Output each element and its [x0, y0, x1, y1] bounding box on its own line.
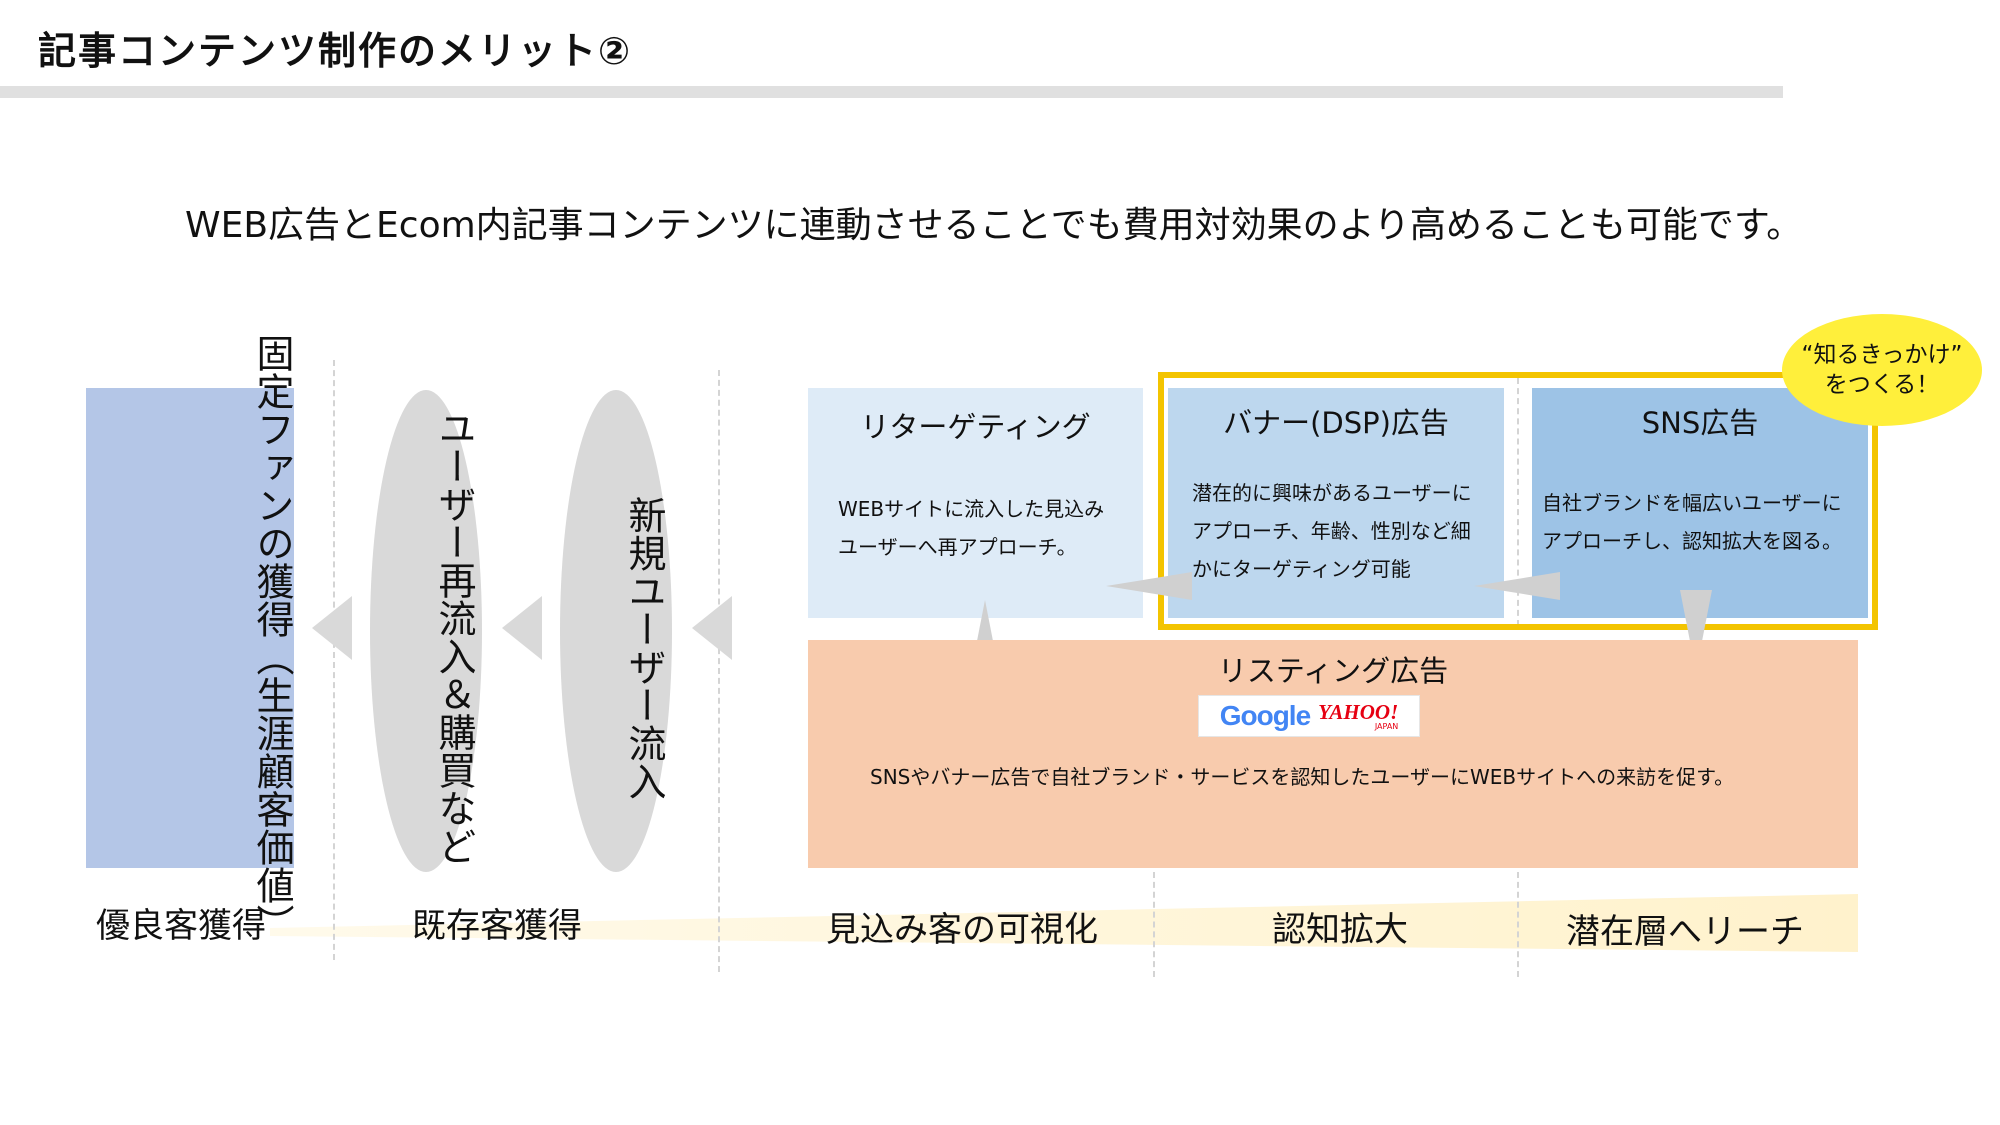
- retargeting-title: リターゲティング: [860, 410, 1091, 444]
- listing-text: SNSやバナー広告で自社ブランド・サービスを認知したユーザーにWEBサイトへの来…: [870, 765, 1735, 789]
- awareness-callout-bubble: “知るきっかけ” をつくる！: [1782, 314, 1982, 426]
- bubble-line-1: “知るきっかけ”: [1801, 342, 1963, 368]
- sns-text-line: アプローチし、認知拡大を図る。: [1542, 529, 1842, 553]
- loyal-fan-label: 固定ファンの獲得（生涯顧客価値）: [250, 334, 294, 942]
- yahoo-logo-sub: JAPAN: [1374, 721, 1399, 731]
- listing-box: [808, 640, 1858, 868]
- banner-text: 潜在的に興味があるユーザーに アプローチ、年齢、性別など細 かにターゲティング可…: [1192, 474, 1472, 588]
- sns-text: 自社ブランドを幅広いユーザーに アプローチし、認知拡大を図る。: [1542, 484, 1842, 560]
- separator-1: [333, 360, 335, 960]
- arrow-left-2: [502, 596, 542, 660]
- banner-text-line: かにターゲティング可能: [1192, 557, 1411, 581]
- bubble-line-2: をつくる！: [1824, 372, 1940, 398]
- listing-title: リスティング広告: [1217, 654, 1449, 688]
- google-logo: Google: [1219, 700, 1311, 732]
- banner-text-line: 潜在的に興味があるユーザーに: [1192, 481, 1472, 505]
- arrow-left-3: [692, 596, 732, 660]
- lead-sentence: WEB広告とEcom内記事コンテンツに連動させることでも費用対効果のより高めるこ…: [185, 205, 1803, 246]
- retargeting-text-line: ユーザーへ再アプローチ。: [838, 535, 1077, 559]
- separator-2: [718, 370, 720, 972]
- stage-label: 認知拡大: [1272, 910, 1408, 950]
- arrow-sns-to-banner: [1474, 572, 1560, 600]
- yahoo-logo: YAHOO! JAPAN: [1318, 699, 1399, 731]
- sns-text-line: 自社ブランドを幅広いユーザーに: [1542, 491, 1842, 515]
- separator-3: [1153, 872, 1155, 977]
- retargeting-text: WEBサイトに流入した見込み ユーザーへ再アプローチ。: [838, 490, 1104, 566]
- banner-title: バナー(DSP)広告: [1223, 406, 1449, 440]
- sns-title: SNS広告: [1641, 406, 1759, 440]
- new-user-oval: [560, 390, 672, 872]
- sns-box: [1532, 388, 1868, 618]
- separator-4: [1517, 872, 1519, 977]
- yahoo-logo-text: YAHOO!: [1318, 699, 1399, 724]
- arrow-left-1: [312, 596, 352, 660]
- page-title: 記事コンテンツ制作のメリット②: [38, 29, 633, 73]
- reflow-oval: [370, 390, 482, 872]
- retargeting-box: [808, 388, 1143, 618]
- stage-label: 優良客獲得: [96, 906, 266, 946]
- banner-box: [1168, 388, 1504, 618]
- google-logo-text: Google: [1219, 700, 1311, 731]
- stage-label: 潜在層へリーチ: [1566, 912, 1804, 952]
- title-underline-bar: [0, 86, 1783, 98]
- search-engine-logos: Google YAHOO! JAPAN: [1198, 695, 1420, 737]
- stage-label: 見込み客の可視化: [826, 910, 1098, 950]
- reflow-label: ユーザー再流入＆購買など: [432, 409, 476, 865]
- awareness-highlight-frame: [1158, 372, 1878, 630]
- arrow-banner-to-retargeting: [1106, 572, 1192, 600]
- loyal-fan-box: [86, 388, 294, 868]
- separator-5: [1517, 378, 1519, 626]
- banner-text-line: アプローチ、年齢、性別など細: [1192, 519, 1471, 543]
- stage-wedge: [270, 894, 1858, 952]
- stage-label: 既存客獲得: [412, 906, 582, 946]
- new-user-label: 新規ユーザー流入: [622, 496, 666, 800]
- retargeting-text-line: WEBサイトに流入した見込み: [838, 497, 1105, 521]
